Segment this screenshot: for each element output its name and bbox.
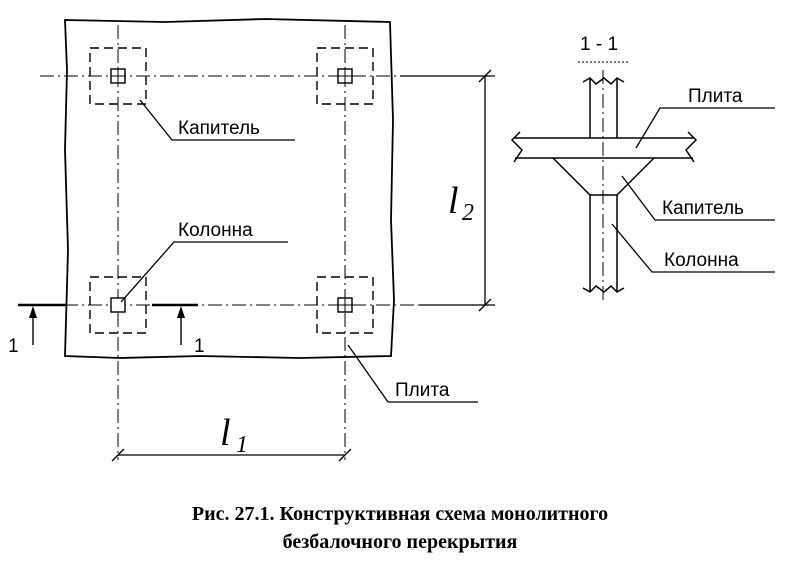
section-column-label: Колонна (664, 250, 739, 271)
section-mark-left: 1 (8, 336, 19, 357)
section-mark-right: 1 (194, 336, 205, 357)
section-slab-leader (635, 107, 775, 149)
caption-line-1: Рис. 27.1. Конструктивная схема монолитн… (191, 503, 609, 525)
section-title: 1 - 1 (580, 34, 618, 55)
section-capital-label: Капитель (662, 198, 744, 219)
l1-subscript: 1 (236, 432, 248, 458)
slab-label: Плита (395, 380, 450, 401)
column-squares (110, 68, 353, 313)
section-capital-leader (621, 175, 775, 221)
column-label: Колонна (178, 220, 253, 241)
section-slab-label: Плита (688, 86, 743, 107)
dimension-l1 (111, 448, 352, 462)
capital-label: Капитель (178, 118, 260, 139)
l2-subscript: 2 (462, 200, 474, 226)
section-slab (510, 131, 698, 163)
section-column (582, 77, 625, 293)
dimension-l2 (400, 69, 495, 312)
section-capital (552, 157, 655, 196)
l1-letter: l (220, 412, 231, 454)
caption-line-2: безбалочного перекрытия (282, 531, 518, 553)
column-leader (120, 241, 288, 303)
slab-diagram: Капитель Колонна Плита 1 1 l 1 l 2 1 - 1 (8, 18, 775, 462)
figure-caption: Рис. 27.1. Конструктивная схема монолитн… (0, 500, 800, 556)
l2-letter: l (448, 180, 459, 222)
section-column-leader (611, 223, 775, 273)
capital-leader (139, 99, 295, 141)
slab-leader (347, 344, 478, 403)
grid-axes (40, 25, 420, 460)
capital-outlines (89, 47, 374, 334)
